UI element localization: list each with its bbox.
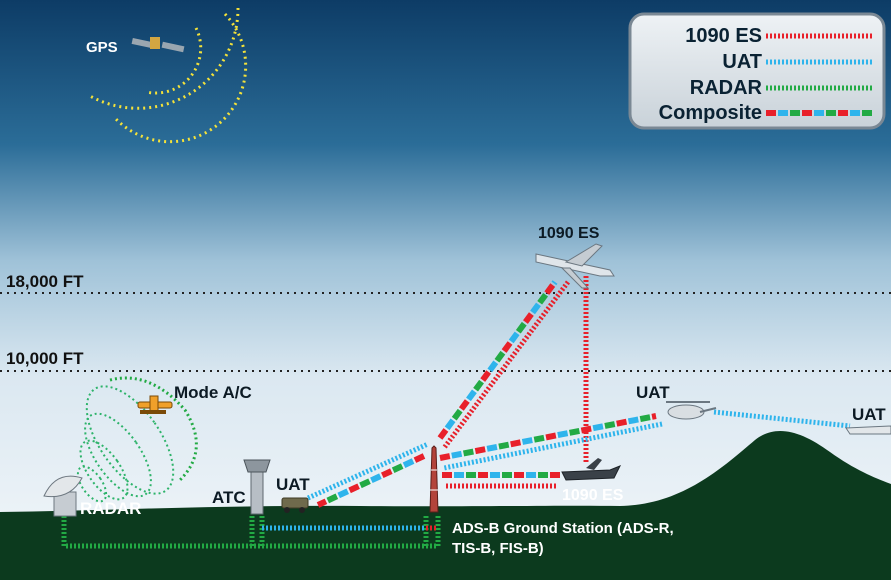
legend-label-composite: Composite [659,102,762,124]
terrain [0,430,891,580]
es-jet-high-label: 1090 ES [538,225,600,242]
radar-antenna-icon [43,475,83,517]
composite-link-station-to-vehicle [316,453,426,508]
uat-link-vehicle-to-station [306,441,430,501]
gps-label: GPS [86,39,118,56]
gps-signal-arcs [89,7,248,144]
business-jet-high-icon [535,243,615,289]
radar-sweep [76,385,175,503]
ground-link-green [61,516,441,549]
gps-satellite-icon [131,37,185,53]
ground-station-label-line2: TIS-B, FIS-B) [452,540,544,557]
radar-label: RADAR [80,499,141,518]
altitude-label-10000: 10,000 FT [6,349,84,368]
legend-label-uat: UAT [722,51,762,73]
legend-label-radar: RADAR [690,77,763,99]
small-aircraft-far-icon [845,425,891,435]
uat-far-aircraft-label: UAT [852,405,886,424]
ground-vehicle-icon [281,497,309,513]
mode-ac-label: Mode A/C [174,383,252,402]
es-jet-ground-label: 1090 ES [562,487,624,504]
composite-link-station-to-helicopter [439,413,657,461]
ground-station-label-line1: ADS-B Ground Station (ADS-R, [452,520,674,537]
es-link-jet-to-station [441,280,571,450]
mode-ac-aircraft-icon [137,395,173,414]
uat-helicopter-label: UAT [636,383,670,402]
legend: 1090 ES UAT RADAR Composite [628,12,886,130]
composite-link-station-to-jet [437,280,558,440]
legend-label-1090es: 1090 ES [685,25,762,47]
helicopter-icon [666,401,717,420]
radar-signal-arc [109,376,198,482]
atc-label: ATC [212,488,246,507]
ground-station-mast-icon [429,445,439,513]
altitude-label-18000: 18,000 FT [6,272,84,291]
jet-ground-icon [561,458,622,481]
atc-tower-icon [243,459,271,515]
uat-ground-vehicle-label: UAT [276,475,310,494]
uat-link-helicopter-to-station [443,421,663,471]
uat-link-air-to-air [713,409,851,429]
